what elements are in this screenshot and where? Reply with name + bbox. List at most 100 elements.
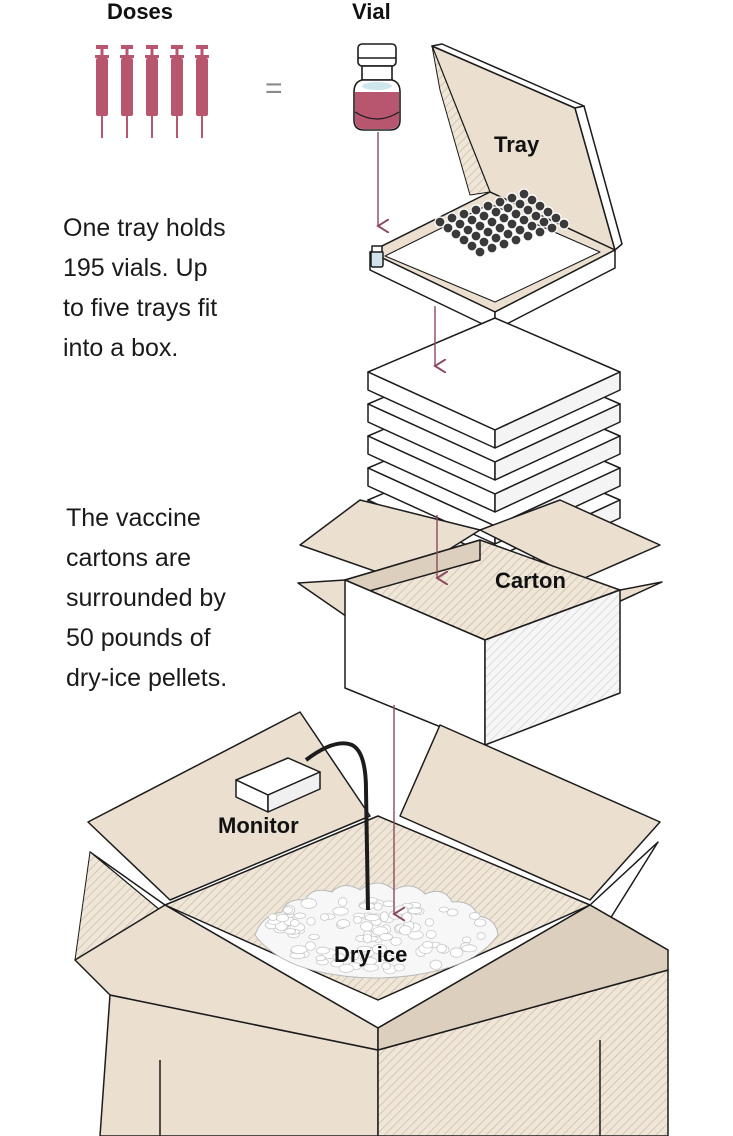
dry-ice-pellet <box>268 913 278 921</box>
tray-vial-icon <box>526 220 538 232</box>
tray-vial-icon <box>506 218 518 230</box>
dry-ice-pellet <box>353 915 362 924</box>
dry-ice-pellet <box>390 936 402 946</box>
dry-ice-pellet <box>338 963 354 973</box>
tray-vial-icon <box>498 212 510 224</box>
dry-ice-pellet <box>332 906 349 916</box>
dry-ice-label: Dry ice <box>334 942 408 967</box>
tray-vial-icon <box>518 188 530 200</box>
tray-vial-icon <box>494 222 506 234</box>
tray-vial-icon <box>434 216 446 228</box>
syringe-icon <box>120 45 134 138</box>
dry-ice-pellet <box>338 897 348 907</box>
carton-description-line: surrounded by <box>66 584 226 612</box>
tray-label: Tray <box>494 132 540 157</box>
monitor-device <box>235 757 321 813</box>
tray-description-line: into a box. <box>63 334 179 362</box>
dry-ice-pellet <box>315 955 326 962</box>
dry-ice-pellet <box>305 941 316 951</box>
dry-ice-pellet <box>356 945 372 953</box>
tray-vial-icon <box>470 204 482 216</box>
carton-description: The vaccine cartons are surrounded by 50… <box>66 498 227 698</box>
tray-vial-icon <box>530 210 542 222</box>
carton-label: Carton <box>495 568 566 593</box>
carton-illustration <box>297 499 663 746</box>
tray-vial-icon <box>502 202 514 214</box>
carton-description-line: cartons are <box>66 544 192 572</box>
dry-ice-pellet <box>336 919 351 928</box>
tray-vial-icon <box>498 238 510 250</box>
tray-vial-icon <box>474 246 486 258</box>
dry-ice-pellet <box>379 911 389 923</box>
tray-vial-icon <box>470 230 482 242</box>
tray-vial-icon <box>478 236 490 248</box>
dry-ice-pellet <box>332 952 345 962</box>
tray-vial-icon <box>546 222 558 234</box>
dry-ice-pellet <box>306 916 316 926</box>
dry-ice-pellet <box>476 932 486 940</box>
tray-vial-icon <box>490 206 502 218</box>
tray-vial-icon <box>534 200 546 212</box>
tray-vial-grid <box>434 188 570 258</box>
tray-vial-icon <box>510 234 522 246</box>
dry-ice-pellet <box>349 950 360 961</box>
vial-icon <box>353 43 401 131</box>
dry-ice-pellet <box>449 947 464 958</box>
tray-vial-icon <box>522 230 534 242</box>
tray-vial-icon <box>542 206 554 218</box>
tray-vial-icon <box>518 214 530 226</box>
syringe-icon <box>170 45 184 138</box>
dry-ice-pellet <box>282 906 293 914</box>
stacked-tray <box>367 317 621 449</box>
dry-ice-pellet <box>393 963 405 972</box>
equals-sign: = <box>265 72 283 105</box>
dry-ice-pellet <box>401 912 413 923</box>
dry-ice-pellet <box>315 946 330 955</box>
tray-vial-icon <box>534 226 546 238</box>
tray-vial-icon <box>482 200 494 212</box>
dry-ice-pellet <box>308 933 320 940</box>
corner-vial-icon <box>370 245 384 268</box>
tray-vial-icon <box>558 218 570 230</box>
dry-ice-pellet <box>276 913 289 923</box>
syringe-icon <box>145 45 159 138</box>
doses-label: Doses <box>107 0 174 24</box>
tray-vial-icon <box>494 196 506 208</box>
dry-ice-pellet <box>284 928 297 935</box>
flow-arrows <box>378 132 437 914</box>
dry-ice-pellet <box>373 902 383 911</box>
syringe-icon <box>195 45 209 138</box>
dry-ice-pellet <box>300 898 317 909</box>
dry-ice-pellet <box>461 944 478 953</box>
tray-vial-icon <box>446 212 458 224</box>
dry-ice-pellet <box>422 940 434 949</box>
tray-vial-icon <box>506 192 518 204</box>
tray-vial-icon <box>510 208 522 220</box>
tray-vial-icon <box>486 216 498 228</box>
dry-ice-pellets <box>264 897 487 975</box>
dry-ice-pellet <box>362 963 379 972</box>
tray-vial-icon <box>478 210 490 222</box>
dry-ice-pellet <box>289 919 300 927</box>
tray-vial-icon <box>466 214 478 226</box>
dry-ice-pellet <box>429 959 443 970</box>
dry-ice-pellet <box>425 929 437 939</box>
carton-description-line: The vaccine <box>66 504 201 532</box>
vial-label: Vial <box>352 0 391 24</box>
syringe-icon <box>95 45 109 138</box>
tray-description: One tray holds 195 vials. Up to five tra… <box>63 208 226 368</box>
dry-ice-pellet <box>399 925 412 936</box>
tray-vial-icon <box>442 222 454 234</box>
dry-ice-pellet <box>438 906 449 913</box>
carton-description-line: 50 pounds of <box>66 624 211 652</box>
dry-ice-pellet <box>319 913 330 921</box>
tray-vial-icon <box>522 204 534 216</box>
tray-vial-icon <box>486 242 498 254</box>
tray-vial-icon <box>538 216 550 228</box>
dose-syringes <box>95 45 209 138</box>
tray-vial-icon <box>454 218 466 230</box>
dry-ice-pellet <box>379 933 393 941</box>
dry-ice-pellet <box>407 907 423 915</box>
dry-ice-pellet <box>446 908 459 917</box>
